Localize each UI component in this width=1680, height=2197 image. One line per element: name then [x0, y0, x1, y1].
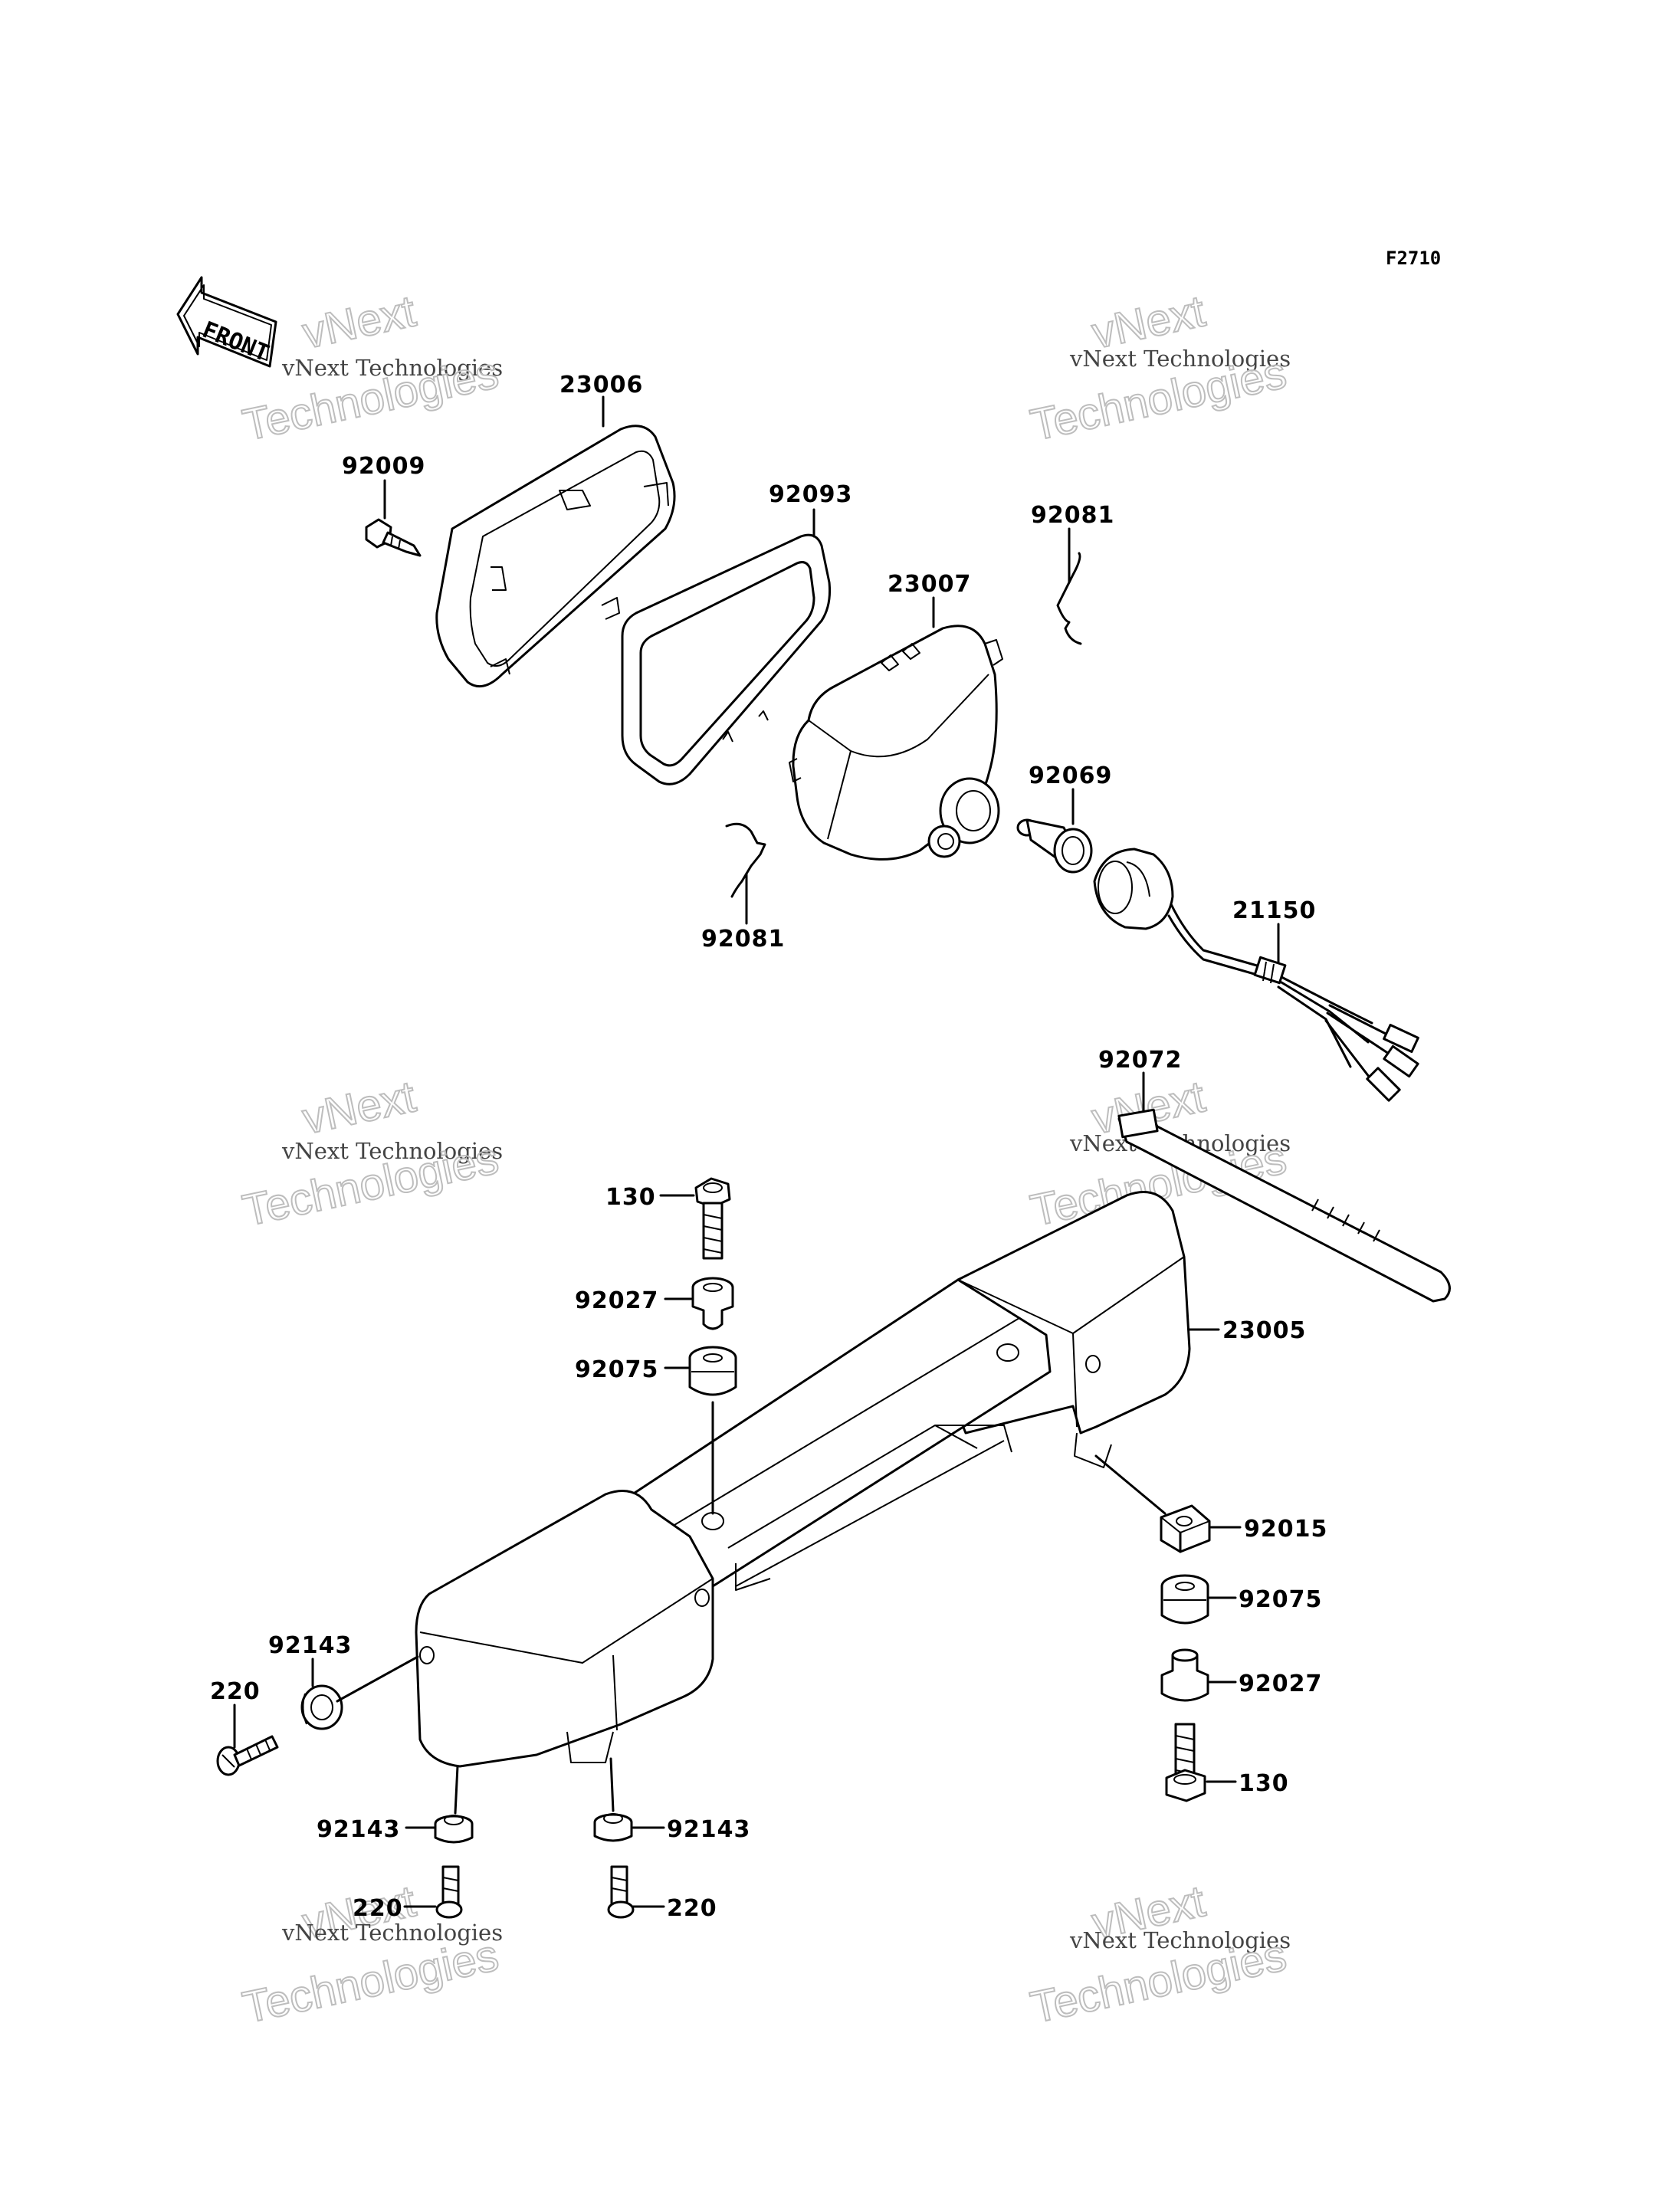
- grommet-92143-side: [300, 1684, 343, 1730]
- label-92081-bottom: 92081: [701, 926, 785, 953]
- label-92075-right: 92075: [1239, 1586, 1322, 1613]
- nut-clip-92015: [1160, 1504, 1211, 1553]
- label-220-bottom-right: 220: [667, 1895, 717, 1922]
- grommet-92075-right: [1160, 1574, 1209, 1625]
- leader-92015-axis: [1094, 1454, 1166, 1515]
- label-23006: 23006: [559, 372, 643, 398]
- svg-text:vNext: vNext: [298, 1071, 420, 1143]
- front-arrow-icon: FRONT: [176, 276, 277, 368]
- watermark-middle-left: vNext vNext Technologies Technologies: [238, 1071, 504, 1236]
- label-92009: 92009: [342, 453, 425, 480]
- bulb-92069: [1016, 818, 1093, 874]
- label-23007: 23007: [888, 571, 971, 598]
- figure-id: F2710: [1386, 248, 1441, 269]
- svg-text:vNext Technologies: vNext Technologies: [281, 355, 503, 381]
- clip-92081-top: [1056, 552, 1082, 645]
- grommet-92075-left: [688, 1346, 737, 1396]
- grommet-92143-bottom-right: [593, 1813, 633, 1842]
- bolt-130-left: [694, 1177, 731, 1260]
- bracket-housing-23005: [415, 1191, 1191, 1768]
- svg-text:vNext Technologies: vNext Technologies: [1069, 346, 1291, 372]
- label-220-side: 220: [210, 1678, 261, 1705]
- label-92015: 92015: [1244, 1516, 1327, 1543]
- leader-92143-bottom-right-axis: [609, 1757, 615, 1812]
- label-92027-left: 92027: [575, 1287, 658, 1314]
- collar-92027-left: [691, 1277, 734, 1330]
- label-92143-bottom-left: 92143: [317, 1816, 400, 1843]
- label-92027-right: 92027: [1239, 1671, 1322, 1697]
- watermark-top-left: vNext vNext Technologies Technologies: [238, 285, 504, 451]
- label-92069: 92069: [1029, 762, 1112, 789]
- leader-92143-side-axis: [336, 1655, 419, 1703]
- label-92075-left: 92075: [575, 1356, 658, 1383]
- label-23005: 23005: [1222, 1317, 1306, 1344]
- label-92143-bottom-right: 92143: [667, 1816, 750, 1843]
- cable-tie-92072: [1117, 1108, 1451, 1303]
- label-92081-top: 92081: [1031, 502, 1114, 529]
- headlight-housing-23007: [789, 625, 1003, 861]
- clip-92081-bottom: [725, 822, 766, 898]
- label-130-right: 130: [1239, 1770, 1289, 1797]
- label-92093: 92093: [769, 481, 852, 508]
- collar-92027-right: [1160, 1648, 1209, 1702]
- label-130-left: 130: [605, 1184, 656, 1211]
- grommet-92143-bottom-left: [434, 1815, 474, 1844]
- socket-harness-21150: [1093, 848, 1419, 1102]
- label-220-bottom-left: 220: [353, 1895, 403, 1922]
- watermark-bottom-right: vNext vNext Technologies Technologies: [1025, 1875, 1291, 2033]
- svg-text:vNext: vNext: [298, 286, 420, 358]
- screw-220-bottom-right: [607, 1865, 635, 1919]
- leader-92143-bottom-left-axis: [454, 1765, 459, 1815]
- label-92072: 92072: [1098, 1047, 1182, 1074]
- svg-text:vNext Technologies: vNext Technologies: [1069, 1927, 1291, 1953]
- screw-220-bottom-left: [435, 1865, 463, 1919]
- label-21150: 21150: [1232, 897, 1316, 924]
- gasket-92093: [621, 533, 831, 785]
- screw-92009: [365, 518, 422, 557]
- screw-220-side: [216, 1735, 279, 1776]
- svg-text:vNext Technologies: vNext Technologies: [281, 1138, 503, 1164]
- watermark-top-right: vNext vNext Technologies Technologies: [1025, 285, 1291, 451]
- label-92143-side: 92143: [268, 1632, 352, 1659]
- headlight-frame-23006: [435, 425, 676, 688]
- svg-text:vNext Technologies: vNext Technologies: [281, 1920, 503, 1946]
- bolt-130-right: [1165, 1723, 1206, 1802]
